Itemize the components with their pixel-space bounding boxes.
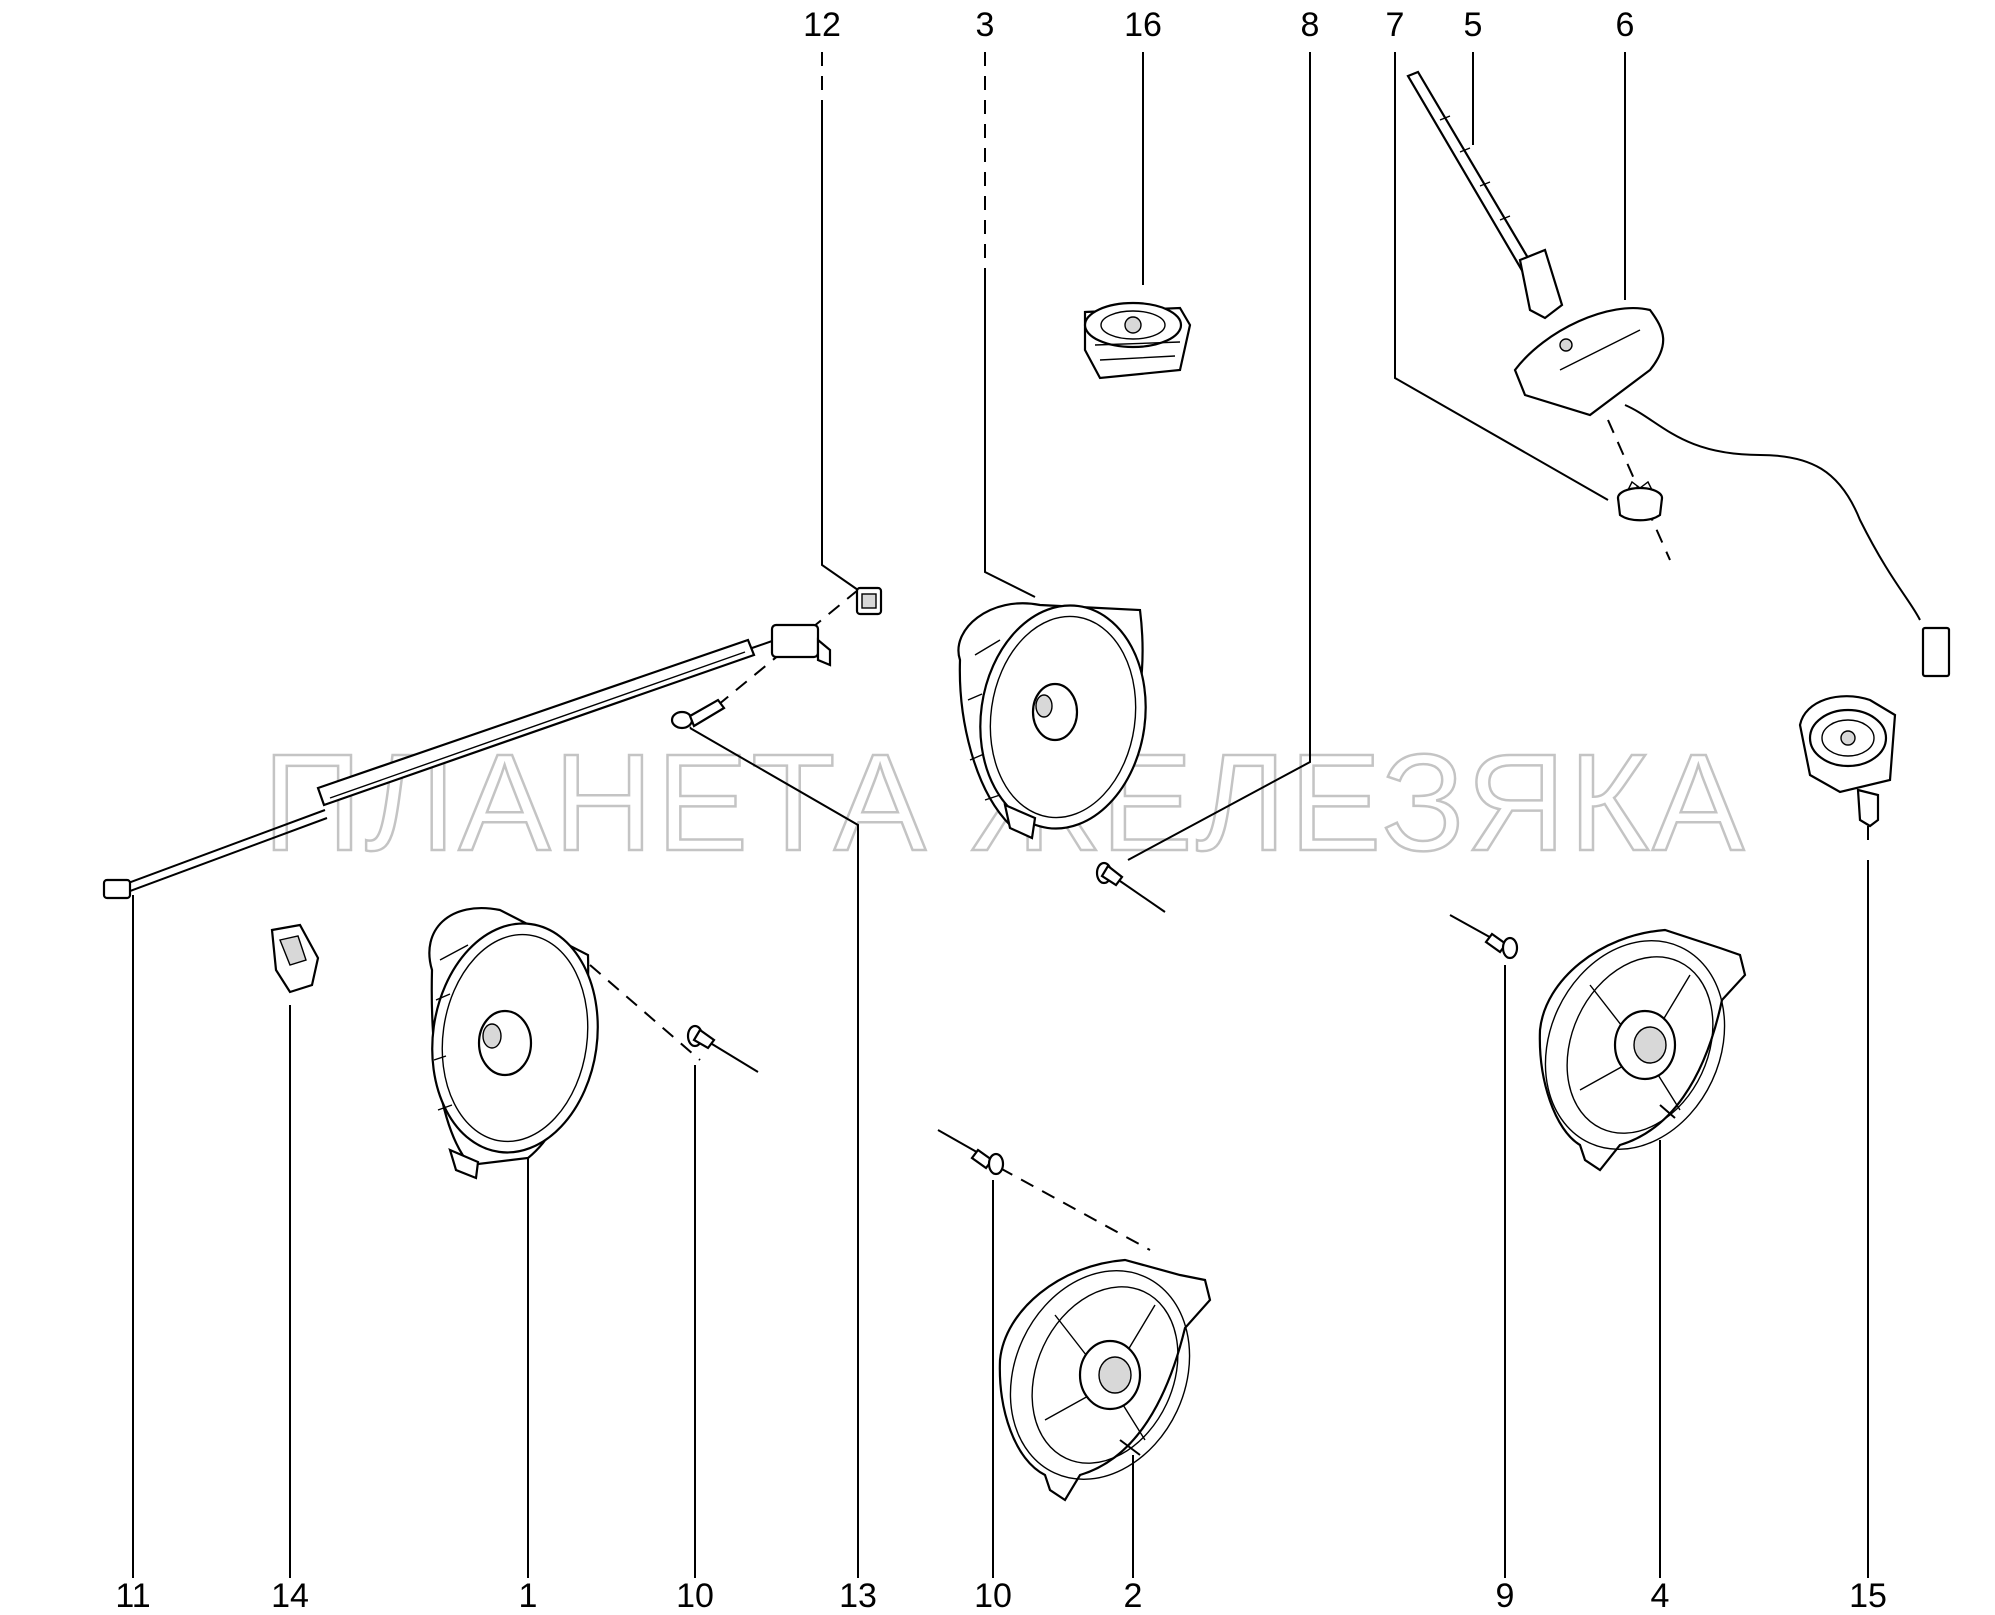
speaker-part-1 <box>428 907 599 1180</box>
antenna-rod-part-5 <box>1406 70 1564 320</box>
callout-1: 1 <box>519 1577 538 1615</box>
callout-16: 16 <box>1124 6 1162 44</box>
callout-10-middle: 10 <box>974 1577 1012 1615</box>
rivet-part-10-middle <box>937 1129 1005 1176</box>
rivet-part-10-left <box>686 1024 759 1073</box>
callout-7: 7 <box>1386 6 1405 44</box>
callout-10-left: 10 <box>676 1577 714 1615</box>
tweeter-part-15 <box>1798 695 1897 840</box>
antenna-base-part-6 <box>1513 307 1951 678</box>
antenna-cable-part <box>102 623 832 900</box>
speaker-part-3 <box>957 602 1147 840</box>
callout-14: 14 <box>271 1577 309 1615</box>
connector-clip-part-14 <box>270 923 320 994</box>
callout-15: 15 <box>1849 1577 1887 1615</box>
callout-9: 9 <box>1496 1577 1515 1615</box>
rivet-part-8 <box>1095 861 1166 913</box>
callout-4: 4 <box>1651 1577 1670 1615</box>
callout-2: 2 <box>1124 1577 1143 1615</box>
screw-part-13 <box>670 698 726 730</box>
speaker-part-2 <box>998 1258 1212 1502</box>
callout-6: 6 <box>1616 6 1635 44</box>
callout-8: 8 <box>1301 6 1320 44</box>
callout-11: 11 <box>115 1577 150 1615</box>
callout-13: 13 <box>839 1577 877 1615</box>
rivet-part-9 <box>1449 914 1519 960</box>
callout-3: 3 <box>976 6 995 44</box>
callout-5: 5 <box>1464 6 1483 44</box>
antenna-nut-part-7 <box>1616 480 1664 522</box>
clip-part-12 <box>855 586 883 616</box>
speaker-part-4 <box>1538 928 1747 1172</box>
callout-labels: 12 3 16 8 7 5 6 11 14 1 10 13 10 2 9 4 1… <box>115 6 1887 1615</box>
tweeter-part-16 <box>1083 301 1192 380</box>
callout-12: 12 <box>803 6 841 44</box>
